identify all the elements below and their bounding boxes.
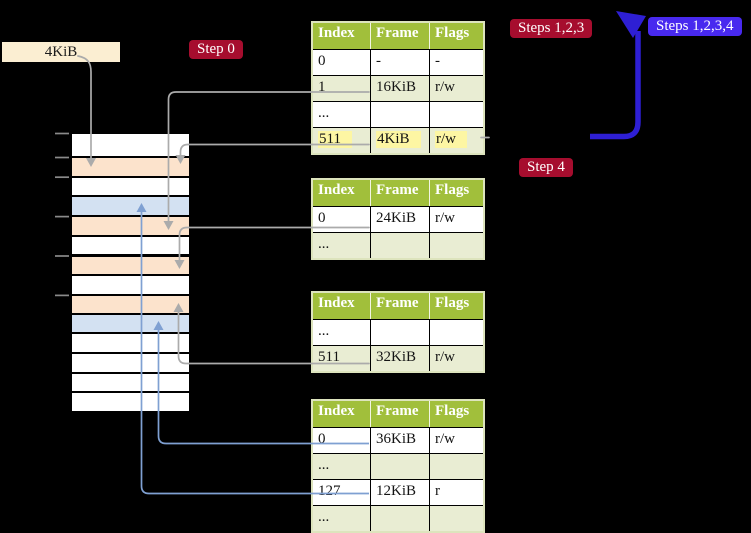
column-header: Index [313,180,371,206]
column-header: Frame [371,23,430,49]
table-cell: - [435,53,440,69]
table-cell: 36KiB [371,428,430,453]
table-cell: 511 [313,128,371,153]
table-cell: r/w [435,210,455,226]
table-cell [430,506,483,531]
column-header: Frame [371,293,430,319]
table-cell: 32KiB [371,346,430,371]
table-cell: 511 [313,346,371,371]
table-cell: r/w [435,349,455,365]
memory-frame-row [71,133,190,157]
memory-frame-row [71,333,190,353]
memory-frame-row [71,196,190,217]
ruler-ticks [55,132,69,297]
column-header: Flags [435,295,470,311]
column-header: Index [313,293,371,319]
memory-frame-row [71,313,190,334]
frame-size-label: 4KiB [2,42,120,62]
memory-frame-row [71,353,190,373]
table-cell: - [371,50,430,75]
table-cell [430,454,483,479]
table-cell: 127 [313,480,371,505]
table-cell: r/w [435,431,455,447]
step4-badge: Step 4 [519,158,573,177]
memory-frame-row [71,176,190,197]
table-cell: r [435,483,440,499]
table-cell: ... [313,454,371,479]
table-cell: r/w [430,128,483,153]
table-cell: 0 [313,207,371,232]
table-row: 0-- [313,49,483,75]
table-cell [371,233,430,258]
table-cell: 1 [313,76,371,101]
column-header: Frame [371,401,430,427]
table-cell [371,102,430,127]
column-header: Flags [435,25,470,41]
table-cell: ... [313,320,371,345]
loopback-arrow [590,11,646,140]
column-header: Index [313,401,371,427]
highlighted-value: 511 [318,131,352,148]
memory-frame-row [71,216,190,236]
table-row: ... [313,319,483,345]
table-cell: 0 [313,428,371,453]
table-row: 511 4KiB r/w [313,127,483,153]
memory-frame-row [71,275,190,295]
table-cell: 12KiB [371,480,430,505]
table-cell [430,102,483,127]
table-cell: 24KiB [371,207,430,232]
table-cell: r/w [435,79,455,95]
step0-badge: Step 0 [189,40,243,59]
column-header: Index [313,23,371,49]
table-cell: 4KiB [371,128,430,153]
table-cell: ... [313,506,371,531]
table-cell [371,320,430,345]
highlighted-value: 4KiB [376,131,421,148]
memory-frame-row [71,235,190,256]
physical-memory-column [71,0,190,528]
table-row: ... [313,453,483,479]
table-cell: 16KiB [371,76,430,101]
table-cell [430,320,483,345]
steps123-badge: Steps 1,2,3 [510,19,593,38]
table-row: ... [313,505,483,531]
table-cell: 0 [313,50,371,75]
table-cell: ... [313,233,371,258]
column-header: Frame [371,180,430,206]
memory-frame-row [71,372,190,393]
table-cell [371,454,430,479]
memory-frame-row [71,255,190,276]
table-row: ... [313,232,483,258]
memory-frame-row [71,392,190,413]
column-header: Flags [435,403,470,419]
table-row: ... [313,101,483,127]
highlighted-value: r/w [435,131,467,148]
table-cell [430,233,483,258]
memory-frame-row [71,294,190,314]
memory-frame-row [71,157,190,177]
column-header: Flags [435,182,470,198]
steps1234-badge: Steps 1,2,3,4 [648,17,742,36]
table-cell: ... [313,102,371,127]
table-cell [371,506,430,531]
